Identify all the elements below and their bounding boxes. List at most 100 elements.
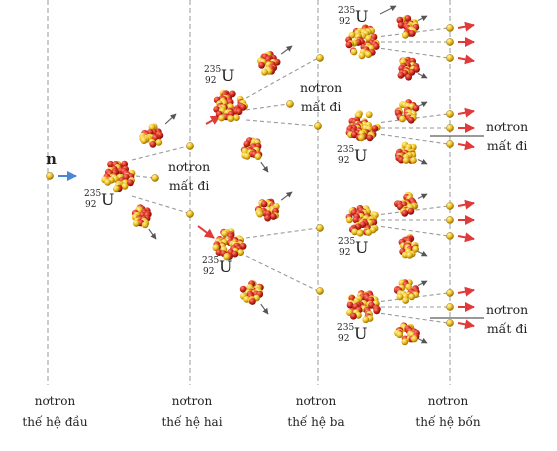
neutron-path (380, 312, 449, 324)
neutron-path (131, 195, 189, 214)
lost-neutron-line2: mất đi (486, 138, 528, 153)
neutron (446, 232, 454, 240)
neutron-path (245, 103, 289, 111)
uranium-symbol: U (354, 324, 367, 343)
neutron-path (380, 113, 449, 123)
uranium-nucleus (345, 204, 379, 237)
fission-fragment (395, 141, 417, 164)
generation-label-3: nơtron thế hệ ba (261, 391, 371, 433)
neutron (446, 202, 454, 210)
uranium-symbol: U (219, 257, 232, 276)
fragment-arrow (417, 280, 428, 287)
neutron-paths (131, 27, 449, 324)
neutron (446, 303, 454, 311)
neutron-path (135, 175, 155, 179)
lost-neutron-line1: nơtron (486, 119, 529, 134)
lost-neutron-label-1: nơtron mất đi (168, 157, 210, 195)
neutron (446, 24, 454, 32)
neutron (446, 110, 454, 118)
uranium-atomic-number: 92 (339, 17, 350, 27)
fragment-arrow (417, 15, 428, 22)
lost-neutron-arrow (457, 21, 475, 32)
uranium-symbol: U (354, 146, 367, 165)
neutron (186, 142, 194, 150)
lost-neutron-arrow (457, 54, 475, 65)
fragment-arrow (417, 193, 428, 200)
fragment-arrow (417, 250, 428, 257)
lost-neutron-arrow (457, 319, 475, 330)
lost-neutron-arrow (457, 199, 475, 210)
uranium-nucleus (212, 228, 247, 261)
uranium-mass-number: 235 (204, 65, 221, 75)
neutron-path (245, 119, 317, 127)
uranium-nucleus (346, 290, 381, 324)
neutron (186, 210, 194, 218)
neutron-path (380, 47, 449, 59)
fragment-arrow (417, 101, 428, 108)
incoming-neutron (46, 172, 54, 180)
neutron-path (380, 133, 449, 145)
neutron (446, 54, 454, 62)
neutron-path (245, 227, 319, 239)
uranium-atomic-number: 92 (205, 76, 216, 86)
incoming-neutron-label: n (46, 150, 57, 168)
lost-neutron-label-4: nơtron mất đi (486, 300, 528, 338)
uranium-mass-number: 235 (202, 256, 219, 266)
lost-neutron-line2: mất đi (300, 99, 342, 114)
lost-neutron-label-3: nơtron mất đi (486, 117, 528, 155)
neutron (446, 38, 454, 46)
fission-fragment (398, 233, 419, 259)
uranium-atomic-number: 92 (338, 156, 349, 166)
neutron (316, 224, 324, 232)
uranium-symbol: U (355, 238, 368, 257)
lost-neutron-arrow (457, 140, 475, 151)
lost-neutron-line1: nơtron (168, 159, 211, 174)
fission-fragment (393, 279, 420, 304)
lost-neutron-arrow (197, 225, 215, 239)
generation-line1: nơtron (427, 394, 469, 408)
fragment-arrow (379, 5, 397, 15)
generation-label-4: nơtron thế hệ bốn (393, 391, 503, 433)
uranium-atomic-number: 92 (203, 267, 214, 277)
uranium-atomic-number: 92 (85, 200, 96, 210)
fragment-arrow (417, 337, 428, 344)
uranium-mass-number: 235 (337, 145, 354, 155)
fission-fragment (397, 56, 420, 81)
fission-fragment (396, 14, 420, 39)
fission-fragment (139, 123, 164, 148)
uranium-mass-number: 235 (337, 323, 354, 333)
neutron (286, 100, 294, 108)
uranium-mass-number: 235 (338, 237, 355, 247)
neutrons (46, 24, 454, 327)
uranium-mass-number: 235 (84, 189, 101, 199)
uranium-symbol: U (221, 66, 234, 85)
fission-fragment (394, 322, 420, 346)
lost-neutron-line2: mất đi (168, 178, 210, 193)
fragment-arrow (164, 113, 177, 125)
fragment-arrow (417, 72, 428, 79)
neutron-path (380, 225, 449, 237)
neutron-path (380, 27, 449, 37)
neutron (446, 319, 454, 327)
lost-neutron-line1: nơtron (486, 302, 529, 317)
generation-line1: nơtron (171, 394, 213, 408)
fragment-arrow (417, 158, 428, 165)
generation-line1: nơtron (295, 394, 337, 408)
fragment-arrow (148, 228, 157, 240)
uranium-atomic-number: 92 (338, 334, 349, 344)
uranium-symbol: U (355, 7, 368, 26)
nuclei (101, 14, 420, 346)
neutron-path (131, 145, 189, 161)
neutron-path (245, 255, 319, 292)
uranium-nucleus (213, 89, 249, 122)
fragment-arrow (280, 45, 293, 55)
generation-line2: thế hệ đầu (22, 415, 88, 429)
uranium-symbol: U (101, 190, 114, 209)
uranium-nucleus (345, 24, 380, 60)
generation-line2: thế hệ hai (161, 415, 223, 429)
lost-neutron-line1: nơtron (300, 80, 343, 95)
neutron (151, 174, 159, 182)
lost-neutron-arrow (457, 107, 475, 118)
